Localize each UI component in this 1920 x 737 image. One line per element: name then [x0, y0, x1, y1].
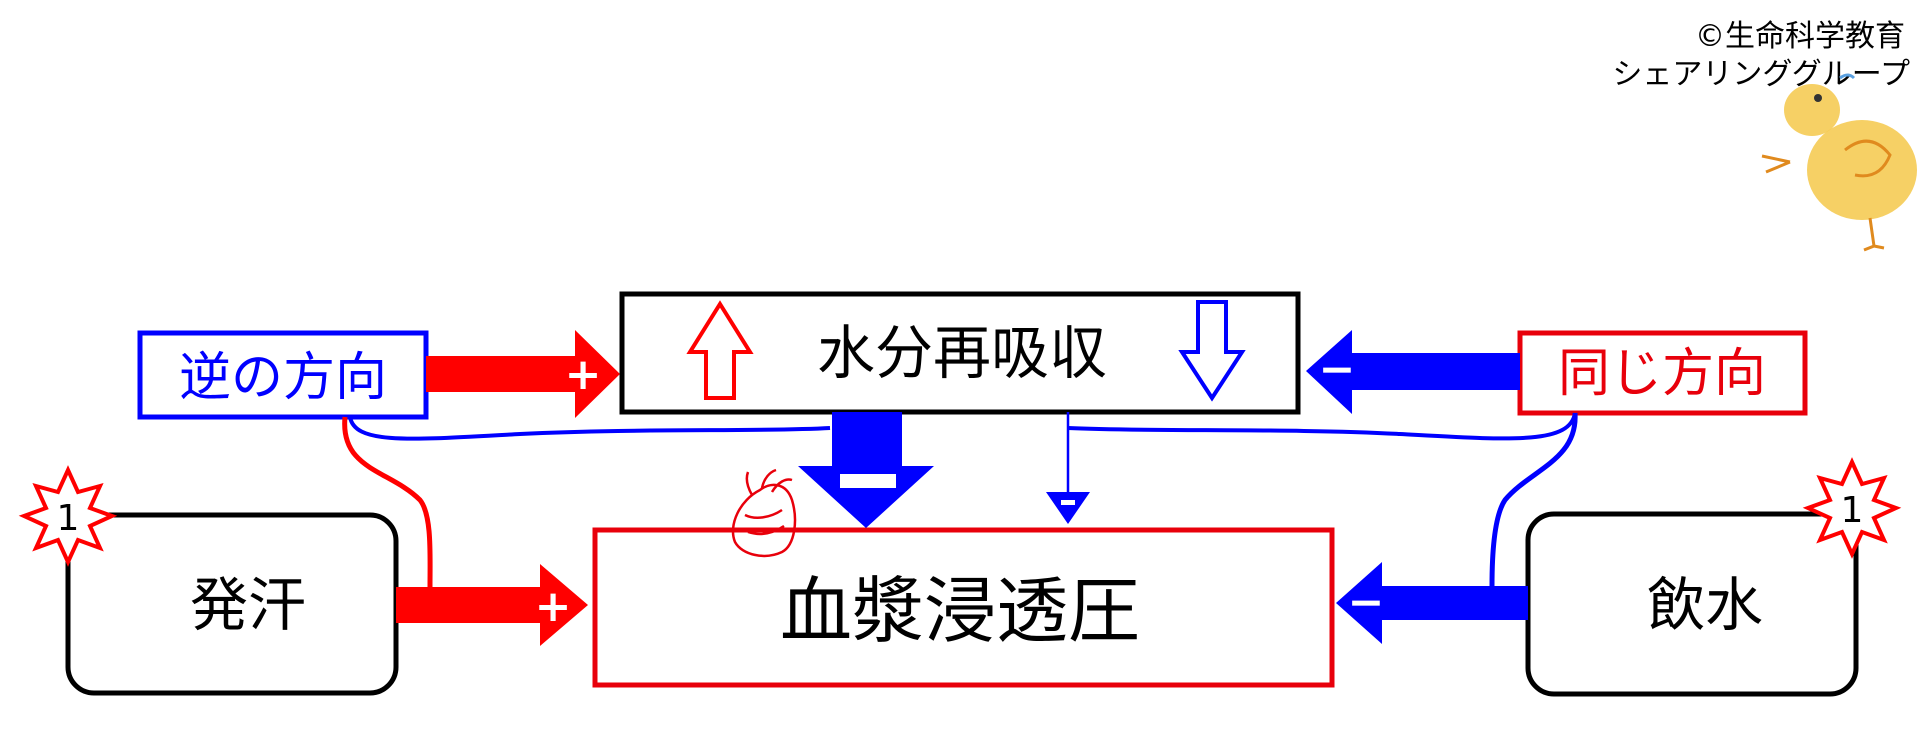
plus-arrow-to-reabsorption [426, 330, 620, 418]
copyright-line-2: シェアリンググループ [1612, 57, 1910, 92]
minus-bar [840, 474, 896, 488]
plasma-osmotic-label: 血漿浸透圧 [780, 569, 1140, 653]
copyright-line-1: ©生命科学教育 [1695, 19, 1905, 54]
thin-arrow-head [1046, 492, 1090, 524]
minus-arrow-reabsorption-to-plasma [798, 412, 934, 528]
opposite-direction-box [137, 330, 429, 420]
minus-arrow-to-reabsorption [1306, 330, 1520, 414]
starburst-badge-left: 1 [18, 465, 118, 567]
down-arrow-icon [1178, 300, 1246, 402]
plus-sign: + [535, 581, 572, 632]
connector-opposite-to-sweating-arrow [342, 416, 433, 588]
plus-sign: + [565, 349, 602, 400]
connector-same-to-drinking-arrow [1489, 412, 1578, 587]
drinking-label: 飲水 [1647, 571, 1763, 639]
same-direction-box [1517, 330, 1808, 416]
minus-sign: − [1348, 577, 1385, 628]
minus-arrow-drinking-to-plasma [1336, 562, 1528, 644]
connector-same-to-center [1067, 412, 1577, 441]
sweating-label: 発汗 [190, 571, 306, 639]
plasma-osmotic-box [592, 527, 1335, 688]
opposite-direction-label: 逆の方向 [179, 348, 387, 408]
badge-number: 1 [57, 498, 80, 539]
chick-mascot [1761, 73, 1917, 252]
connector-opposite-to-center [348, 416, 831, 441]
starburst-badge-right: 1 [1802, 457, 1902, 559]
up-arrow-icon [686, 300, 754, 400]
reabsorption-label: 水分再吸収 [817, 319, 1107, 387]
plus-arrow-sweating-to-plasma [396, 564, 588, 646]
minus-sign: − [1319, 344, 1356, 395]
badge-number: 1 [1841, 490, 1864, 531]
minus-bar [1061, 500, 1075, 505]
same-direction-label: 同じ方向 [1558, 344, 1766, 404]
heart-icon [731, 468, 797, 558]
